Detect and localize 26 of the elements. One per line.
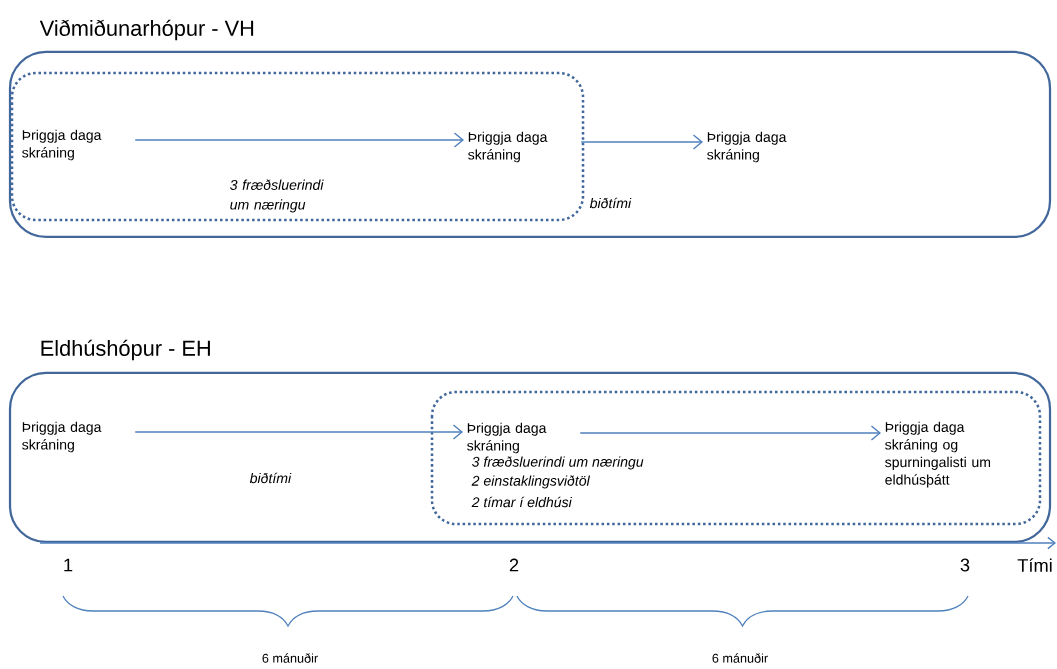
time-label: 2 <box>509 558 519 572</box>
dotted-box <box>10 71 585 222</box>
step-text: Þriggja daga skráning <box>468 131 548 163</box>
step-text: Þriggja daga skráning <box>22 129 102 161</box>
duration-label: 6 mánuðir <box>262 653 318 663</box>
edge-label: biðtími <box>589 197 632 209</box>
arrow <box>580 134 703 150</box>
step-text: Þriggja daga skráning <box>22 421 102 453</box>
activity-note: 3 fræðsluerindi um næringu <box>472 456 644 470</box>
group-heading: Eldhúshópur - EH <box>41 339 210 361</box>
activity-note: 2 einstaklingsviðtöl <box>471 475 590 489</box>
group-heading: Viðmiðunarhópur - VH <box>39 19 254 41</box>
edge-label: biðtími <box>249 472 292 484</box>
arrow <box>579 425 881 441</box>
time-label: 1 <box>64 558 73 572</box>
step-text: Þriggja daga skráning og spurningalisti um eldhúsþátt <box>885 421 991 488</box>
dotted-box <box>430 390 1042 526</box>
step-text: Þriggja daga skráning <box>467 422 547 454</box>
activity-note: 2 tímar í eldhúsi <box>471 496 573 508</box>
edge-label: 3 fræðsluerindi um næringu <box>230 179 324 213</box>
duration-label: 6 mánuðir <box>712 653 768 663</box>
step-text: Þriggja daga skráning <box>707 131 787 163</box>
arrow <box>134 424 463 440</box>
time-label: 3 <box>960 558 970 572</box>
time-label: Tími <box>1017 558 1052 572</box>
arrow <box>134 132 464 148</box>
